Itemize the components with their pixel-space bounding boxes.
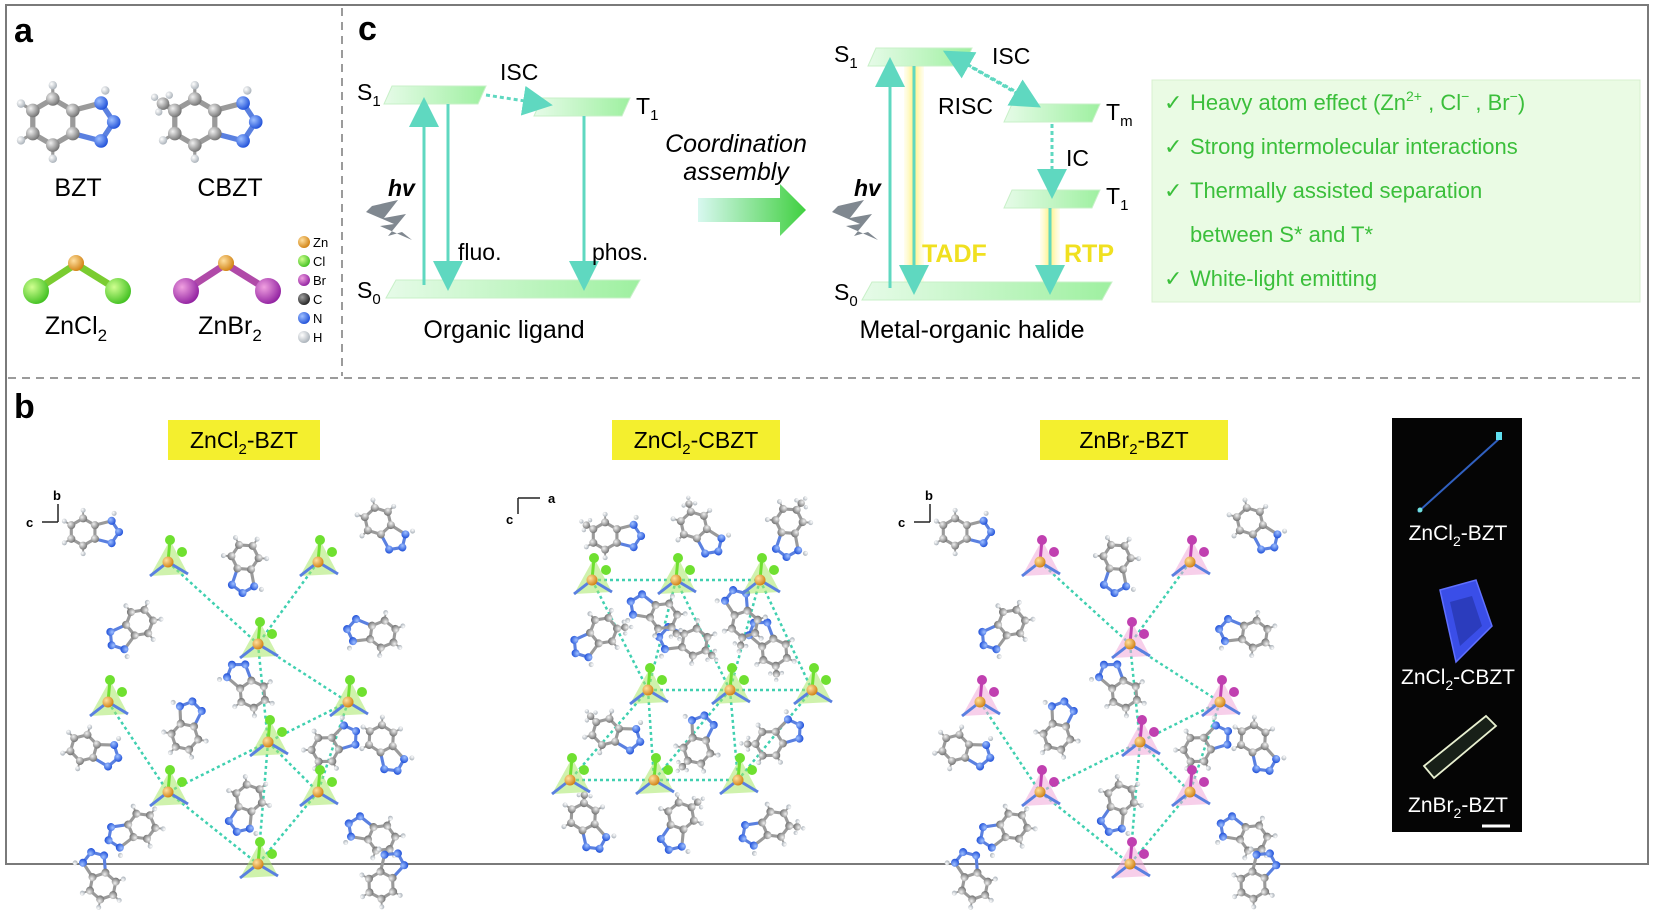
level-t1-left <box>533 97 631 117</box>
caption-metal-organic-halide: Metal-organic halide <box>859 316 1084 344</box>
legend-dot-zn <box>298 236 310 248</box>
arrow-isc-left <box>485 85 553 116</box>
check-icon-3: ✓ <box>1164 178 1182 203</box>
crystal-plate-3 <box>1422 714 1498 780</box>
level-s1-left <box>383 85 487 105</box>
label-rtp: RTP <box>1064 240 1114 268</box>
svg-text:ZnCl2-BZT: ZnCl2-BZT <box>190 427 298 458</box>
tag-zncl2-bzt: ZnCl2-BZT <box>168 420 320 460</box>
legend-cl: Cl <box>313 254 325 269</box>
label-fluo: fluo. <box>458 239 501 265</box>
svg-text:ZnBr2-BZT: ZnBr2-BZT <box>1079 427 1188 458</box>
legend-n: N <box>313 311 322 326</box>
legend-dot-c <box>298 293 310 305</box>
label-s0-right: S0 <box>834 279 858 310</box>
level-t1-right <box>1003 189 1101 209</box>
caption-organic-ligand: Organic ligand <box>423 316 584 344</box>
label-tadf: TADF <box>922 240 987 268</box>
panel-letter-a: a <box>14 12 34 50</box>
label-s0-left: S0 <box>357 277 381 308</box>
feature-thermal-line2: between S* and T* <box>1190 222 1373 247</box>
label-hv-left: hv <box>388 175 416 201</box>
crystal-block-2-shade <box>1450 596 1482 646</box>
molecule-znbr2 <box>173 255 281 304</box>
axis-indicator-3: b c <box>898 488 933 530</box>
level-s0-right <box>861 281 1113 301</box>
legend-br: Br <box>313 273 327 288</box>
level-tm-right <box>1003 103 1101 123</box>
arrow-risc <box>942 50 1021 96</box>
crystal-dot-1 <box>1417 507 1423 513</box>
legend-zn: Zn <box>313 235 328 250</box>
svg-text:c: c <box>506 512 513 527</box>
legend-dot-n <box>298 312 310 324</box>
legend-dot-br <box>298 274 310 286</box>
label-ic: IC <box>1066 145 1089 171</box>
crystal-packing-znbr2-bzt <box>932 497 1288 910</box>
label-zncl2: ZnCl2 <box>45 312 107 345</box>
crystal-tip-1 <box>1496 432 1502 440</box>
level-s1-right <box>867 47 973 67</box>
legend-h: H <box>313 330 322 345</box>
feature-heavy-atom: Heavy atom effect (Zn2+ , Cl− , Br−) <box>1190 88 1525 115</box>
label-bzt: BZT <box>54 174 101 202</box>
lightning-icon-left <box>366 200 412 240</box>
element-legend: Zn Cl Br C N H <box>298 235 328 345</box>
outer-border <box>5 4 1649 865</box>
feature-box-bg <box>1151 79 1641 303</box>
svg-text:c: c <box>26 515 33 530</box>
check-icon-1: ✓ <box>1164 90 1182 115</box>
arrow-label-line2: assembly <box>683 158 790 186</box>
feature-thermal-line1: Thermally assisted separation <box>1190 178 1482 203</box>
crystal-photos: ZnCl2-BZT ZnCl2-CBZT ZnBr2-BZT <box>1392 418 1522 832</box>
legend-c: C <box>313 292 322 307</box>
label-znbr2: ZnBr2 <box>198 312 262 345</box>
svg-text:b: b <box>53 488 61 503</box>
tag-zncl2-cbzt: ZnCl2-CBZT <box>612 420 780 460</box>
axis-indicator-1: b c <box>26 488 61 530</box>
feature-intermolecular: Strong intermolecular interactions <box>1190 134 1518 159</box>
label-s1-right: S1 <box>834 41 858 72</box>
crystal-needle-1 <box>1417 437 1501 513</box>
svg-text:b: b <box>925 488 933 503</box>
jablonski-organic-ligand: S1 T1 S0 ISC hv fluo. phos. Organic liga… <box>357 59 658 344</box>
label-hv-right: hv <box>854 175 882 201</box>
big-arrow-shape <box>698 184 806 236</box>
label-isc-left: ISC <box>500 59 538 85</box>
feature-white-light: White-light emitting <box>1190 266 1377 291</box>
feature-box: ✓ Heavy atom effect (Zn2+ , Cl− , Br−) ✓… <box>1151 79 1641 303</box>
legend-dot-cl <box>298 255 310 267</box>
crystal-packing-zncl2-bzt <box>60 497 416 910</box>
molecule-zncl2 <box>23 255 131 304</box>
photo-label-1: ZnCl2-BZT <box>1409 522 1508 549</box>
label-t1-left: T1 <box>636 93 658 124</box>
panel-letter-c: c <box>358 10 377 48</box>
arrow-label-line1: Coordination <box>665 130 807 158</box>
label-risc: RISC <box>938 93 993 119</box>
photo-label-3: ZnBr2-BZT <box>1408 794 1508 821</box>
svg-text:c: c <box>898 515 905 530</box>
photo-label-2: ZnCl2-CBZT <box>1401 666 1515 693</box>
label-phos: phos. <box>592 239 648 265</box>
molecule-bzt <box>16 81 121 163</box>
label-tm-right: Tm <box>1106 99 1133 130</box>
crystal-packing-zncl2-cbzt <box>551 495 833 856</box>
lightning-icon-right <box>832 200 878 240</box>
label-s1-left: S1 <box>357 79 381 110</box>
tag-znbr2-bzt: ZnBr2-BZT <box>1040 420 1228 460</box>
label-cbzt: CBZT <box>197 174 262 202</box>
axis-indicator-2: a c <box>506 491 556 527</box>
label-t1-right: T1 <box>1106 183 1128 214</box>
jablonski-metal-organic-halide: S1 Tm T1 S0 ISC RISC IC hv TADF RTP Meta… <box>832 41 1133 344</box>
svg-text:ZnCl2-CBZT: ZnCl2-CBZT <box>634 427 759 458</box>
check-icon-2: ✓ <box>1164 134 1182 159</box>
coordination-assembly-arrow: Coordination assembly <box>665 130 807 236</box>
svg-text:a: a <box>548 491 556 506</box>
label-isc-right: ISC <box>992 43 1030 69</box>
panel-letter-b: b <box>14 388 35 426</box>
legend-dot-h <box>298 331 310 343</box>
molecule-cbzt <box>150 81 263 163</box>
check-icon-4: ✓ <box>1164 266 1182 291</box>
